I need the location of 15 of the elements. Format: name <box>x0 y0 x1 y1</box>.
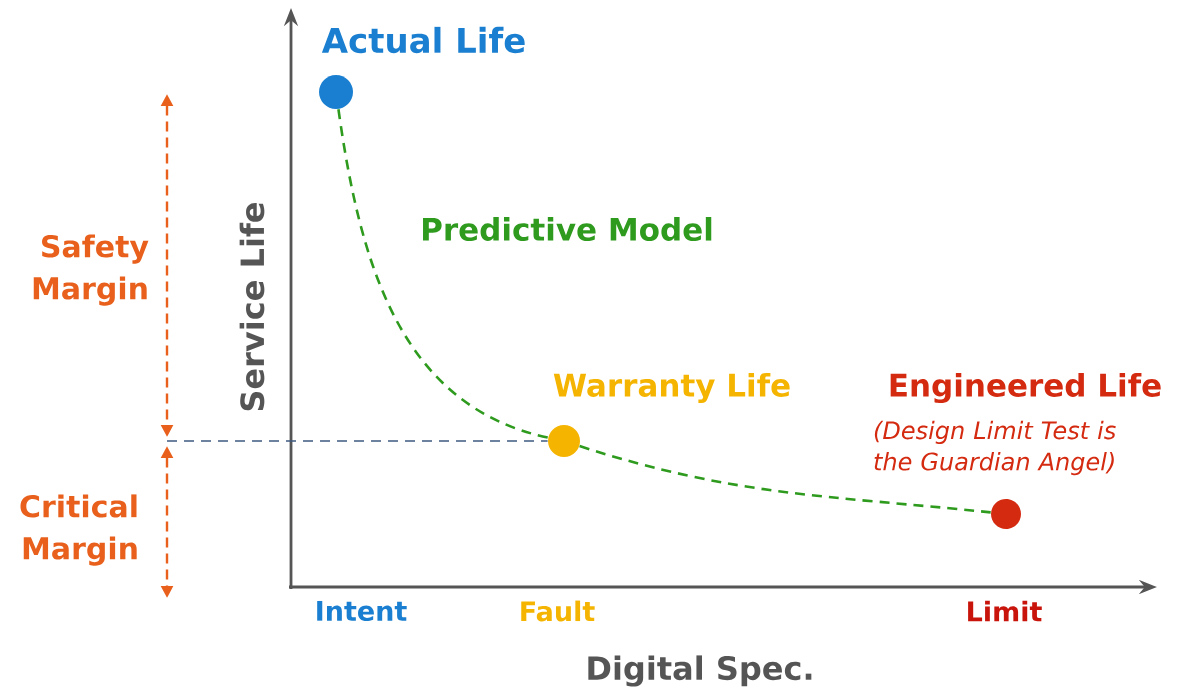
axis-title: Service Life <box>239 203 265 411</box>
point-label: Actual Life <box>321 26 525 54</box>
tick-label: Intent <box>317 600 407 622</box>
point-label: Engineered Life <box>890 372 1161 404</box>
axis-title: Digital Spec. <box>588 655 812 687</box>
tick-label: Limit <box>968 600 1042 622</box>
tick-label: Fault <box>521 600 595 622</box>
curve-line <box>579 444 991 514</box>
point-label: Warranty Life <box>553 372 790 404</box>
side-label: Safety Margin <box>33 234 149 306</box>
curve-line <box>166 440 549 442</box>
point-note: (Design Limit Test is the Guardian Angel) <box>874 420 1116 476</box>
curve-line <box>337 109 549 439</box>
side-label: Critical Margin <box>20 494 137 566</box>
edge-label: Predictive Model <box>423 217 712 241</box>
